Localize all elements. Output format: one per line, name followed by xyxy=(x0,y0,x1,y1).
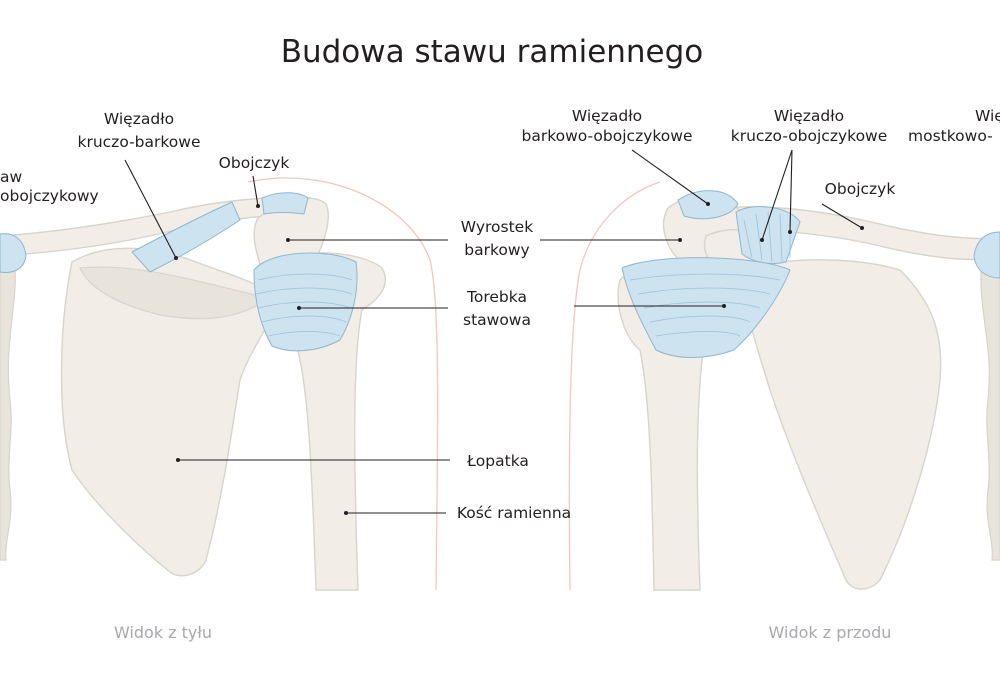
label-capsule-line1: Torebka xyxy=(466,288,527,306)
label-coracoacromial-line1: Więzadło xyxy=(104,110,174,128)
label-sternoclavicular-line1: Wię xyxy=(975,107,1000,125)
leader-capsule-left-dot xyxy=(297,306,301,310)
leader-acromion-right-dot xyxy=(678,238,682,242)
label-coracoclavicular-line2: kruczo-obojczykowe xyxy=(731,127,888,145)
leader-coracoacromial-dot xyxy=(174,256,178,260)
label-staw-line1: aw xyxy=(0,168,22,186)
leader-ac-ligament-dot xyxy=(706,202,710,206)
back-spine xyxy=(0,240,15,560)
diagram-title: Budowa stawu ramiennego xyxy=(281,34,704,70)
leader-coracoclavicular-a-dot xyxy=(760,238,764,242)
label-coracoclavicular-line1: Więzadło xyxy=(774,107,844,125)
label-ac-ligament-line2: barkowo-obojczykowe xyxy=(521,127,692,145)
leader-humerus-dot xyxy=(344,511,348,515)
caption-front-view: Widok z przodu xyxy=(769,623,892,642)
label-capsule-line2: stawowa xyxy=(463,311,531,329)
leader-scapula-dot xyxy=(176,458,180,462)
label-acromion-line2: barkowy xyxy=(464,241,529,259)
front-scapula xyxy=(740,260,941,589)
label-staw-line2: obojczykowy xyxy=(0,187,99,205)
label-coracoacromial-line2: kruczo-barkowe xyxy=(77,133,200,151)
label-clavicle-left: Obojczyk xyxy=(219,154,290,172)
label-scapula: Łopatka xyxy=(466,452,529,470)
label-humerus: Kość ramienna xyxy=(457,504,571,522)
label-acromion-line1: Wyrostek xyxy=(461,218,533,236)
leader-coracoclavicular-b-dot xyxy=(788,230,792,234)
leader-clavicle-right-dot xyxy=(860,226,864,230)
back-ac-ligament xyxy=(262,193,308,214)
leader-ac-ligament xyxy=(632,150,708,204)
front-spine xyxy=(981,240,1000,560)
leader-acromion-left-dot xyxy=(286,238,290,242)
leader-capsule-right-dot xyxy=(722,304,726,308)
label-ac-ligament-line1: Więzadło xyxy=(572,107,642,125)
caption-back-view: Widok z tyłu xyxy=(114,623,212,642)
front-view-illustration xyxy=(569,182,1000,590)
leader-clavicle-left-dot xyxy=(256,204,260,208)
label-clavicle-right: Obojczyk xyxy=(825,180,896,198)
label-sternoclavicular-line2: mostkowo- xyxy=(908,127,993,145)
